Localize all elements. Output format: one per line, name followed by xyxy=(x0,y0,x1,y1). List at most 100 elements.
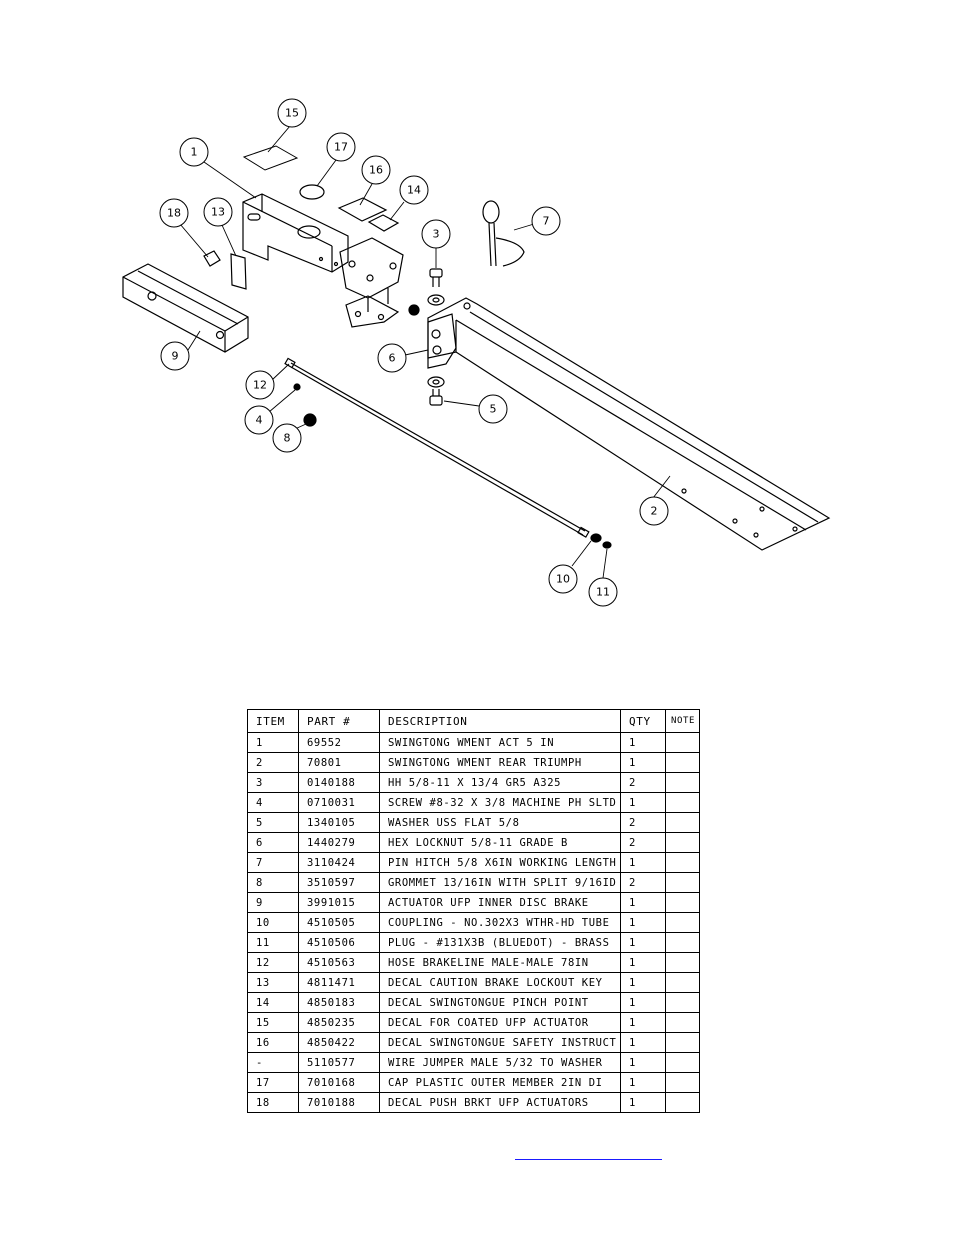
cell-qty: 1 xyxy=(620,892,666,913)
callout-15: 15 xyxy=(285,107,299,120)
cell-description: DECAL SWINGTONGUE SAFETY INSTRUCT xyxy=(379,1032,621,1053)
cell-item: 10 xyxy=(247,912,299,933)
cell-part: 70801 xyxy=(298,752,380,773)
decal-14 xyxy=(367,214,400,232)
cell-part: 4850422 xyxy=(298,1032,380,1053)
callout-18: 18 xyxy=(167,207,181,220)
cell-note xyxy=(665,1052,700,1073)
cap-17 xyxy=(299,184,325,200)
footer-link-underline[interactable] xyxy=(515,1150,662,1160)
cell-description: HOSE BRAKELINE MALE-MALE 78IN xyxy=(379,952,621,973)
cell-qty: 2 xyxy=(620,832,666,853)
cell-item: 11 xyxy=(247,932,299,953)
cell-item: 15 xyxy=(247,1012,299,1033)
cell-part: 4510563 xyxy=(298,952,380,973)
cell-qty: 1 xyxy=(620,1012,666,1033)
callout-4: 4 xyxy=(256,414,263,427)
cell-qty: 1 xyxy=(620,1092,666,1113)
cell-item: 5 xyxy=(247,812,299,833)
decal-13 xyxy=(230,253,247,290)
callout-12: 12 xyxy=(253,379,267,392)
cell-note xyxy=(665,872,700,893)
cell-note xyxy=(665,912,700,933)
cell-item: 7 xyxy=(247,852,299,873)
header-part-number: PART # xyxy=(298,709,380,733)
callout-16: 16 xyxy=(369,164,383,177)
cell-note xyxy=(665,792,700,813)
callout-14: 14 xyxy=(407,184,421,197)
cell-note xyxy=(665,932,700,953)
cell-note xyxy=(665,772,700,793)
cell-qty: 1 xyxy=(620,852,666,873)
cell-description: DECAL SWINGTONGUE PINCH POINT xyxy=(379,992,621,1013)
cell-description: SWINGTONG WMENT REAR TRIUMPH xyxy=(379,752,621,773)
table-header-row: ITEM PART # DESCRIPTION QTY NOTE xyxy=(247,709,700,733)
cell-item: 14 xyxy=(247,992,299,1013)
cell-part: 7010188 xyxy=(298,1092,380,1113)
part-1-weldment xyxy=(242,193,404,328)
cell-note xyxy=(665,1092,700,1113)
cell-qty: 1 xyxy=(620,792,666,813)
callout-2: 2 xyxy=(651,505,658,518)
decal-16 xyxy=(337,197,388,222)
cell-item: 17 xyxy=(247,1072,299,1093)
cell-item: 8 xyxy=(247,872,299,893)
cell-item: 3 xyxy=(247,772,299,793)
cell-qty: 1 xyxy=(620,1052,666,1073)
cell-item: 6 xyxy=(247,832,299,853)
decal-15 xyxy=(242,145,299,171)
screw-4 xyxy=(293,383,301,391)
cell-description: PIN HITCH 5/8 X6IN WORKING LENGTH xyxy=(379,852,621,873)
washer-5-lower xyxy=(427,376,445,388)
cell-note xyxy=(665,972,700,993)
cell-qty: 1 xyxy=(620,972,666,993)
washer-5-upper xyxy=(427,294,445,306)
cell-part: 0710031 xyxy=(298,792,380,813)
cell-part: 1340105 xyxy=(298,812,380,833)
cell-description: HEX LOCKNUT 5/8-11 GRADE B xyxy=(379,832,621,853)
cell-item: 12 xyxy=(247,952,299,973)
cell-qty: 2 xyxy=(620,812,666,833)
callout-17: 17 xyxy=(334,141,348,154)
cell-item: - xyxy=(247,1052,299,1073)
callout-6: 6 xyxy=(389,352,396,365)
cell-part: 4510506 xyxy=(298,932,380,953)
cell-qty: 2 xyxy=(620,872,666,893)
cell-description: WIRE JUMPER MALE 5/32 TO WASHER xyxy=(379,1052,621,1073)
cell-item: 13 xyxy=(247,972,299,993)
exploded-assembly-drawing: 15 17 1 16 14 18 13 7 3 9 6 12 4 5 8 2 1… xyxy=(122,98,831,607)
plug-11 xyxy=(602,541,612,549)
cell-note xyxy=(665,1012,700,1033)
callout-10: 10 xyxy=(556,573,570,586)
cell-description: DECAL CAUTION BRAKE LOCKOUT KEY xyxy=(379,972,621,993)
cell-part: 3991015 xyxy=(298,892,380,913)
cell-description: WASHER USS FLAT 5/8 xyxy=(379,812,621,833)
cell-description: SWINGTONG WMENT ACT 5 IN xyxy=(379,732,621,753)
cell-description: SCREW #8-32 X 3/8 MACHINE PH SLTD xyxy=(379,792,621,813)
cell-note xyxy=(665,892,700,913)
cell-part: 4811471 xyxy=(298,972,380,993)
cell-item: 16 xyxy=(247,1032,299,1053)
cell-part: 4850183 xyxy=(298,992,380,1013)
callout-3: 3 xyxy=(433,228,440,241)
decal-18 xyxy=(203,250,221,267)
cell-note xyxy=(665,732,700,753)
cell-part: 1440279 xyxy=(298,832,380,853)
cell-part: 3110424 xyxy=(298,852,380,873)
cell-description: DECAL FOR COATED UFP ACTUATOR xyxy=(379,1012,621,1033)
callout-11: 11 xyxy=(596,586,610,599)
cell-qty: 1 xyxy=(620,1072,666,1093)
